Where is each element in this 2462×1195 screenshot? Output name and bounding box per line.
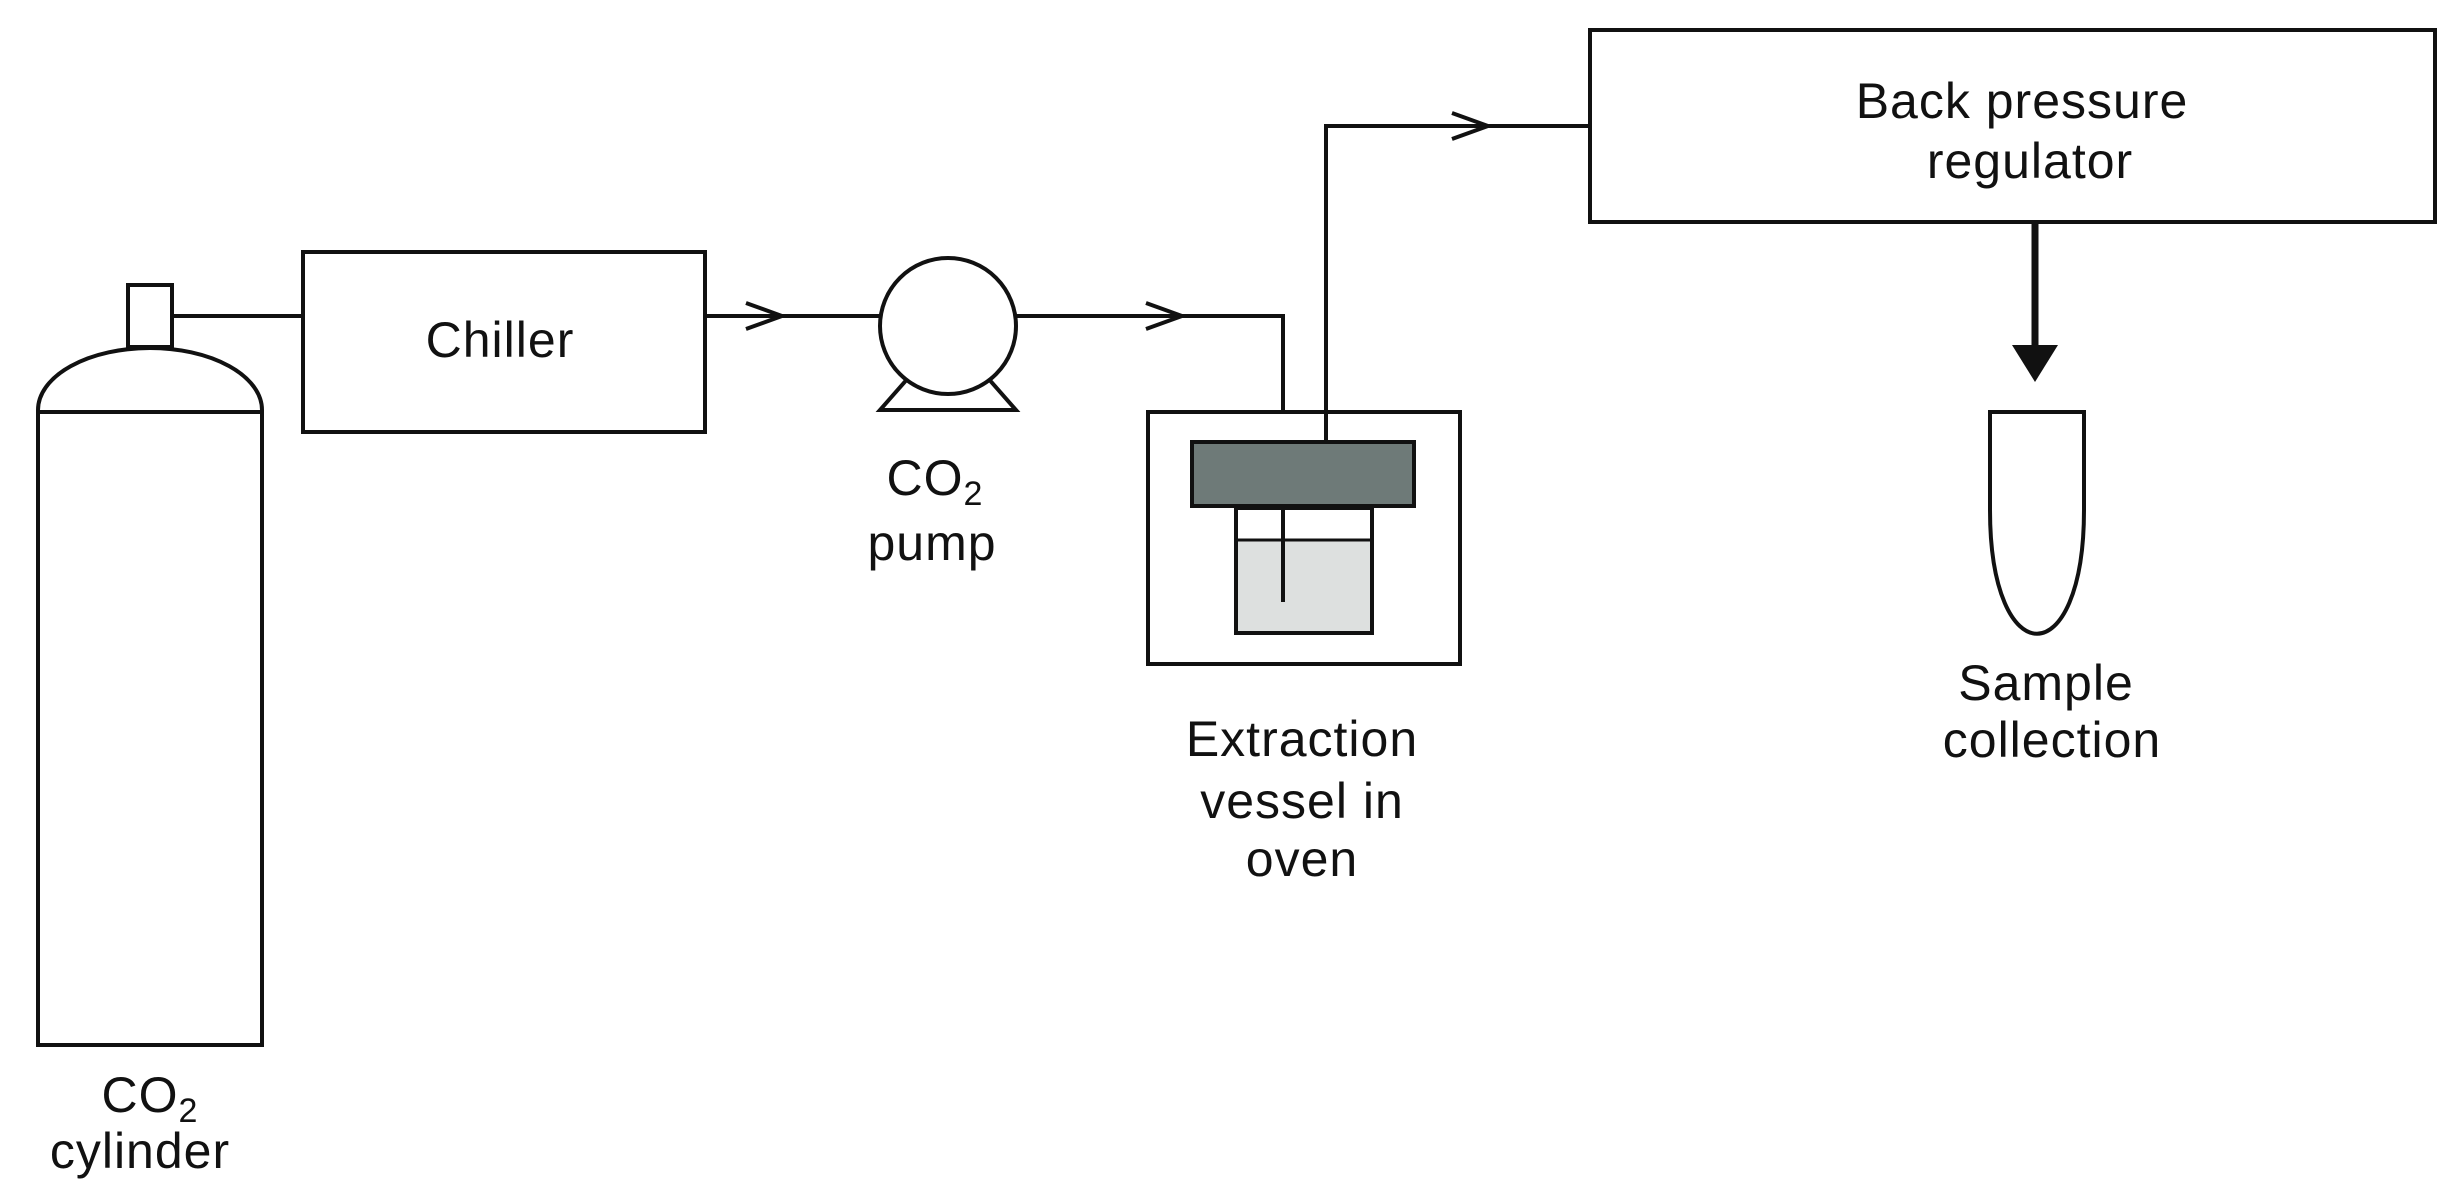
extraction-vessel — [1146, 410, 1462, 666]
collection-label-line1: Sample — [1958, 655, 2134, 711]
sample-tube — [1988, 410, 2086, 636]
cylinder-body — [36, 346, 264, 1047]
chiller-box — [301, 250, 707, 434]
co2-cylinder — [36, 283, 264, 1047]
regulator-label-line2: regulator — [1927, 133, 2133, 189]
cylinder-label: CO2 — [102, 1067, 199, 1130]
pump-label: CO2 — [887, 450, 984, 513]
pump-head — [878, 256, 1018, 396]
vessel-lid — [1190, 440, 1416, 508]
pump-label-line2: pump — [867, 515, 996, 571]
co2-pump — [875, 256, 1021, 412]
vessel-label-line2: vessel in — [1200, 773, 1404, 829]
collection-label-line2: collection — [1943, 712, 2161, 768]
chiller-label: Chiller — [426, 312, 575, 368]
vessel-label-line3: oven — [1246, 831, 1358, 887]
pipe-pump-to-vessel-b — [1182, 314, 1285, 442]
regulator-box — [1588, 28, 2437, 224]
pipe-vessel-to-regulator-a — [1324, 126, 1488, 442]
regulator-label-line1: Back pressure — [1856, 73, 2189, 129]
vessel-liquid — [1238, 540, 1370, 631]
vessel-label-line1: Extraction — [1186, 711, 1418, 767]
down-arrow-head — [2012, 345, 2058, 382]
cylinder-label-line2: cylinder — [50, 1123, 230, 1179]
cylinder-valve — [126, 283, 174, 349]
